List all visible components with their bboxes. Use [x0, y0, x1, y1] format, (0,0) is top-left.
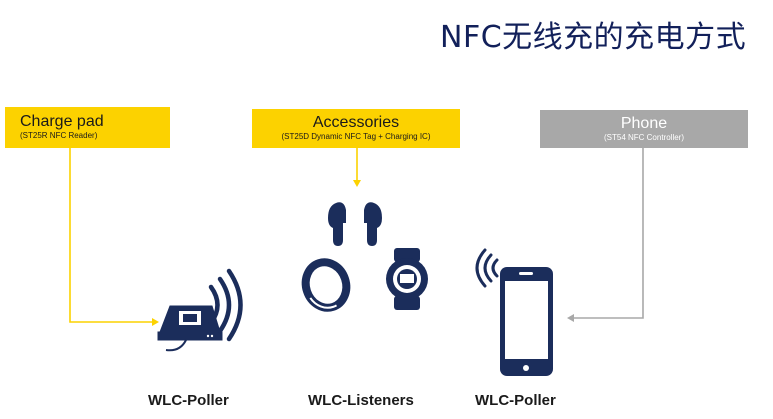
charge-pad-sublabel: (ST25R NFC Reader)	[20, 131, 98, 140]
phone-sublabel: (ST54 NFC Controller)	[603, 133, 684, 142]
charge-pad-connector	[69, 148, 152, 323]
right-device-caption: WLC-Poller	[475, 392, 556, 409]
accessories-label: Accessories	[312, 114, 400, 131]
diagram-title: NFC无线充的充电方式	[440, 20, 747, 55]
charge-pad-box: Charge pad (ST25R NFC Reader)	[5, 107, 170, 148]
smartwatch-icon	[386, 248, 428, 310]
accessories-arrowhead	[353, 180, 361, 187]
charge-pad-label: Charge pad	[20, 113, 104, 130]
left-device-caption: WLC-Poller	[148, 392, 229, 409]
smartphone-icon	[500, 267, 553, 376]
phone-connector	[574, 148, 644, 319]
accessories-box: Accessories (ST25D Dynamic NFC Tag + Cha…	[252, 109, 460, 148]
charge-pad-device-icon	[157, 305, 223, 352]
fitness-band-icon	[301, 258, 351, 312]
charge-pad-signal-icon	[208, 268, 243, 342]
phone-label: Phone	[620, 115, 668, 132]
phone-signal-icon	[475, 248, 499, 288]
earbuds-icon	[328, 202, 382, 246]
phone-arrowhead	[567, 314, 574, 322]
middle-device-caption: WLC-Listeners	[308, 392, 414, 409]
phone-box: Phone (ST54 NFC Controller)	[540, 110, 748, 148]
charge-pad-arrowhead	[152, 318, 159, 326]
accessories-sublabel: (ST25D Dynamic NFC Tag + Charging IC)	[281, 132, 431, 141]
